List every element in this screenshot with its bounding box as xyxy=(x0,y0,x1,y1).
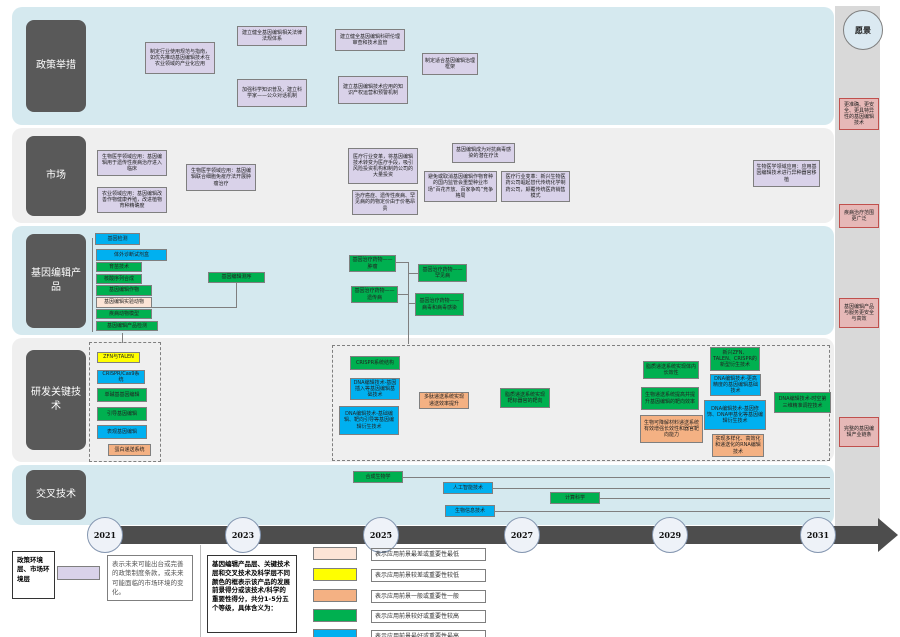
legend-level-text: 表示应用前景较好或重要性较高 xyxy=(371,610,486,623)
year-marker: 2021 xyxy=(87,517,123,553)
policy-item: 加强科学知识普及，建立科学家——公众对话机制 xyxy=(237,79,307,107)
lane-label-market: 市场 xyxy=(26,136,86,216)
product-item: 基因编辑测序 xyxy=(208,272,265,283)
connector-line xyxy=(395,262,408,263)
rnd-tech-item: 生物递送系统提高并提升基因编辑的靶向效率 xyxy=(641,387,699,410)
connector-line xyxy=(236,282,237,308)
legend-level-text: 表示应用前景最好或重要性最高 xyxy=(371,630,486,637)
market-item: 医疗行业变革：新兴生物医药公司崛起替代传统化学制药公司，颠覆传统医药销售模式 xyxy=(501,171,570,202)
policy-item: 建立健全基因编辑科研伦理审查和技术监管 xyxy=(335,29,405,51)
market-item: 避免或取消基因编辑作物育种的国内监管会重塑种业市场“百花齐放、百家争鸣”竞争格局 xyxy=(424,171,497,202)
legend-divider xyxy=(200,545,201,637)
connector-line xyxy=(92,238,93,332)
current-tech-group xyxy=(89,342,161,462)
market-item: 医疗行业变革，将基因编辑技术转变为医疗手段，吸引风险投资机构和制药公司的大量投资 xyxy=(348,148,418,184)
market-item: 治疗癌症、遗传性疾病、罕见病的药物定价由于价格昂贵 xyxy=(352,190,418,215)
connector-line xyxy=(397,294,408,295)
legend-env-label: 政策环境层、市场环境层 xyxy=(12,551,55,599)
year-marker: 2023 xyxy=(225,517,261,553)
connector-line xyxy=(493,488,830,489)
legend-level-text: 表示应用前景最差或重要性最低 xyxy=(371,548,486,561)
year-marker: 2029 xyxy=(652,517,688,553)
lane-label-policy: 政策举措 xyxy=(26,20,86,112)
market-item: 生物医学领域应用：基因编辑用于遗传性疾病治疗进入临床 xyxy=(97,150,167,176)
rnd-tech-item: 新兴ZFN、TALEN、CRISPR的新型衍生技术 xyxy=(710,347,760,371)
product-item: 基因编辑作物 xyxy=(96,285,152,296)
connector-line xyxy=(152,307,237,308)
product-item: 核酸序列合成 xyxy=(96,274,142,284)
cross-band xyxy=(12,465,834,525)
product-item: 基因治疗药物——罕见病 xyxy=(418,264,467,282)
rnd-tech-item: DNA编辑技术-时空第三维精准调控技术 xyxy=(774,392,831,413)
timeline-axis xyxy=(90,526,880,544)
legend-swatch xyxy=(313,629,357,637)
connector-line xyxy=(408,303,415,304)
legend-level-text: 表示应用前景较差或重要性较低 xyxy=(371,569,486,582)
policy-item: 建立健全基因编辑相关法律法规体系 xyxy=(237,26,307,46)
product-item: 育苗技术 xyxy=(96,262,142,272)
product-item: 基因治疗药物——病毒和病毒感染 xyxy=(415,293,464,316)
policy-item: 制定适合基因编辑治理框架 xyxy=(422,53,478,75)
timeline-arrow-icon xyxy=(878,518,898,552)
legend-env-swatch xyxy=(57,566,100,580)
vision-column xyxy=(835,6,880,526)
market-item: 生物医学领域应用：基因编辑联合细胞免疫疗法开展肿瘤治疗 xyxy=(186,164,256,191)
rnd-tech-item: 表观基因编辑 xyxy=(97,425,147,439)
legend-env-desc: 表示未来可能出台或完善的政策制度条款，或未来可能面临的市场环境的变化。 xyxy=(107,555,193,601)
cross-tech-item: 合成生物学 xyxy=(353,471,403,483)
rnd-tech-item: 脂质递送系统实现体内长效性 xyxy=(643,361,699,379)
rnd-tech-item: DNA编辑技术-基因修饰、DNA甲基化等基因编辑衍生技术 xyxy=(704,400,766,430)
legend-swatch xyxy=(313,609,357,622)
lane-label-rnd: 研发关键技术 xyxy=(26,350,86,450)
year-marker: 2025 xyxy=(363,517,399,553)
market-item: 农业领域应用：基因编辑改善作物健康养殖，改进植物育种精确度 xyxy=(97,187,167,213)
connector-line xyxy=(403,477,830,478)
connector-line xyxy=(408,273,418,274)
policy-item: 建立基因编辑技术应用的知识产权运营和预警机制 xyxy=(338,76,408,104)
product-item: 基因检测 xyxy=(95,233,140,245)
rnd-tech-item: DNA编辑技术-基础编辑、靶向引导等基因编辑衍生技术 xyxy=(339,406,399,435)
vision-item: 完整的基因编辑产业链条 xyxy=(839,417,879,447)
legend-swatch xyxy=(313,589,357,602)
rnd-tech-item: 引导基因编辑 xyxy=(97,407,147,421)
vision-item: 疾病治疗范围更广泛 xyxy=(839,204,879,228)
rnd-tech-item: 蛋白递送系统 xyxy=(108,444,151,456)
rnd-tech-item: 脂质递送系统实现靶标器官的靶向 xyxy=(500,388,550,408)
product-item: 基因编辑产品检测 xyxy=(96,321,158,331)
market-item: 生物医学领域应用：应用基因编辑技术进行异种器官移植 xyxy=(753,160,820,187)
connector-line xyxy=(495,511,830,512)
vision-item: 更准确、更安全、更具特异性的基因编辑技术 xyxy=(839,98,879,130)
year-marker: 2031 xyxy=(800,517,836,553)
policy-item: 制定行业使用规范与指南，如优先推动基因编辑技术在农业领域的产业化应用 xyxy=(145,42,215,74)
cross-tech-item: 人工智能技术 xyxy=(443,482,493,494)
rnd-tech-item: 实现多样化、高效化和递送化的RNA编辑技术 xyxy=(712,434,764,457)
lane-label-cross: 交叉技术 xyxy=(26,470,86,520)
legend-swatch xyxy=(313,547,357,560)
lane-label-products: 基因编辑产品 xyxy=(26,234,86,328)
cross-tech-item: 计算科学 xyxy=(550,492,600,504)
rnd-tech-item: ZFN与TALEN xyxy=(97,352,140,363)
legend-score-desc: 基因编辑产品层、关键技术层和交叉技术及科学层不同颜色的框表示该产品的发展前景得分… xyxy=(207,555,297,633)
year-marker: 2027 xyxy=(504,517,540,553)
legend-swatch xyxy=(313,568,357,581)
legend-level-text: 表示应用前景一般或重要性一般 xyxy=(371,590,486,603)
vision-title: 愿景 xyxy=(843,10,883,50)
connector-line xyxy=(600,498,830,499)
product-item: 疾病动物模型 xyxy=(96,309,152,319)
rnd-tech-item: CRISPR/Cas9系统 xyxy=(97,370,145,384)
product-item: 基因编辑实验动物 xyxy=(96,297,152,308)
rnd-tech-item: DNA编辑技术-更高精度的基因编辑基础技术 xyxy=(710,374,761,396)
product-item: 体外诊断试剂盒 xyxy=(96,249,167,261)
cross-tech-item: 生物信息技术 xyxy=(445,505,495,517)
product-item: 基因治疗药物——肿瘤 xyxy=(349,255,396,272)
vision-item: 基因编辑产品与服务更安全与高效 xyxy=(839,298,879,328)
product-item: 基因治疗药物——遗传病 xyxy=(351,286,398,303)
market-item: 基因编辑成为对抗病毒感染的潜在疗法 xyxy=(452,143,515,163)
rnd-tech-item: 多肽递送系统实现递送效率提升 xyxy=(419,392,469,409)
connector-line xyxy=(122,333,123,343)
rnd-tech-item: DNA编辑技术-基因插入等基因编辑基础技术 xyxy=(350,378,400,400)
rnd-tech-item: 生物可降解材料递送系统有效增强长效性和器官靶向能力 xyxy=(640,415,703,443)
rnd-tech-item: 单碱基基因编辑 xyxy=(97,388,147,402)
rnd-tech-item: CRISPR系统结构 xyxy=(350,356,400,370)
